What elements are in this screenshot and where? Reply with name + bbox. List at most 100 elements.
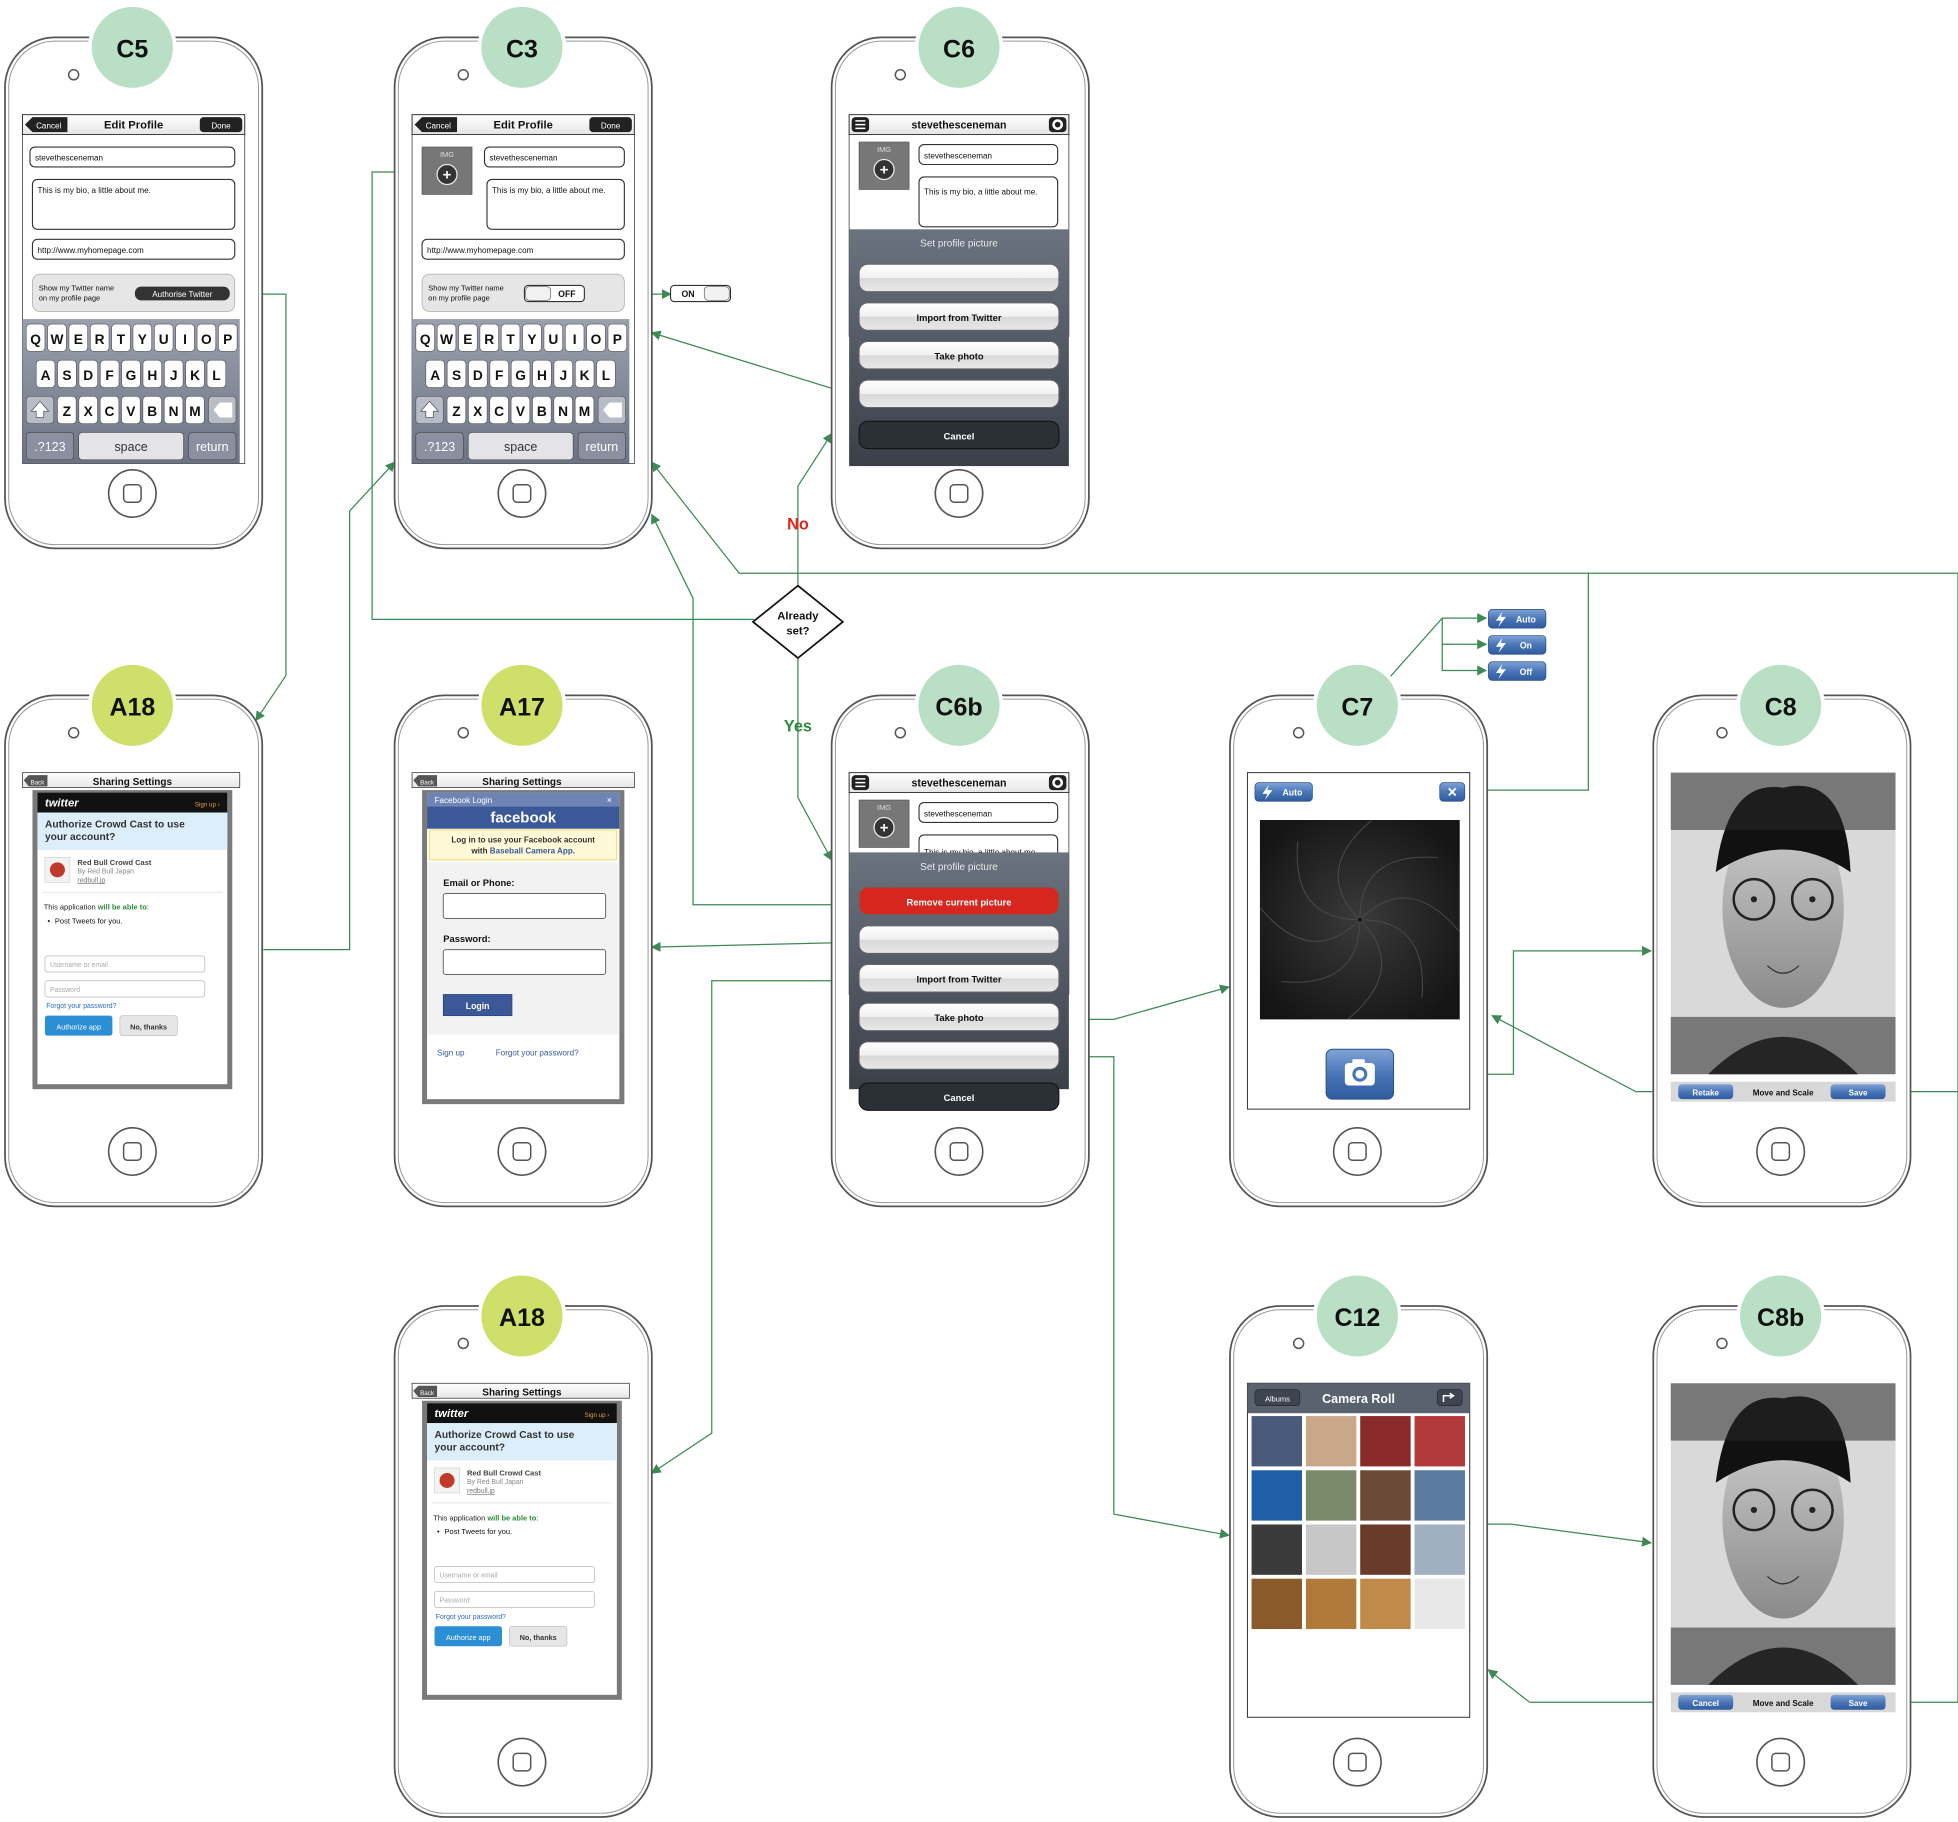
menu-icon[interactable] [851,775,870,791]
no-thanks-label[interactable]: No, thanks [520,1633,557,1642]
plus-icon[interactable] [436,163,458,186]
home-button-icon[interactable] [107,469,157,518]
sheet-button-label[interactable]: Take photo [934,352,983,362]
key[interactable] [218,323,238,352]
sheet-button-bg[interactable] [858,379,1060,409]
flash-toggle[interactable]: Auto [1488,609,1547,629]
key[interactable] [532,359,552,388]
username-field[interactable] [29,146,236,168]
app-link[interactable]: redbull.jp [467,1488,495,1495]
key[interactable] [553,359,573,388]
photo-thumbnail[interactable] [1305,1469,1358,1522]
photo-thumbnail[interactable] [1250,1469,1303,1522]
flash-label[interactable]: Auto [1282,788,1302,798]
photo-thumbnail[interactable] [1413,1523,1466,1576]
key[interactable] [596,359,616,388]
photo-thumbnail[interactable] [1359,1523,1412,1576]
key[interactable] [154,323,174,352]
key[interactable] [142,359,163,388]
photo-thumbnail[interactable] [1413,1577,1466,1630]
flash-button[interactable] [1488,661,1547,681]
space-key[interactable] [467,432,574,461]
home-button-icon[interactable] [497,1127,547,1176]
done-button-label[interactable]: Done [601,121,621,130]
home-button-icon[interactable] [1332,1737,1382,1787]
signup-link[interactable]: Sign up › [195,801,220,808]
login-label[interactable]: Login [466,1001,490,1011]
sheet-button[interactable] [858,263,1060,293]
switch-on-knob[interactable] [703,286,730,301]
key[interactable] [446,395,467,425]
username-input[interactable] [434,1566,595,1584]
forgot-link[interactable]: Forgot your password? [496,1049,579,1058]
key[interactable] [564,323,585,352]
home-button-icon[interactable] [107,1127,157,1176]
flash-button[interactable] [1488,609,1547,629]
email-input[interactable] [442,893,607,919]
flash-toggle[interactable]: On [1488,635,1547,655]
key[interactable] [78,395,98,425]
close-icon[interactable]: × [1447,784,1456,802]
key[interactable] [468,395,488,425]
camera-icon[interactable] [1344,1059,1375,1086]
gear-icon[interactable] [1048,775,1067,791]
key[interactable] [607,323,628,352]
profile-image-button[interactable]: IMG+ [858,141,910,190]
space-key[interactable] [78,432,184,461]
flash-label[interactable]: Auto [1516,614,1536,624]
back-button[interactable] [413,775,438,787]
home-button-icon[interactable] [934,1127,984,1176]
photo-thumbnail[interactable] [1305,1523,1358,1576]
nav-left-button[interactable]: Cancel [24,117,68,133]
sheet-button-bg[interactable] [858,925,1060,954]
key[interactable] [510,395,531,425]
sheet-button-label[interactable]: Cancel [944,431,975,441]
number-key[interactable] [25,432,74,461]
key[interactable] [543,323,563,352]
key[interactable] [68,323,88,352]
home-button-icon[interactable] [1756,1737,1806,1787]
photo-thumbnail[interactable] [1305,1577,1358,1630]
flash-button[interactable] [1254,782,1313,802]
done-button[interactable] [199,117,243,133]
key[interactable] [35,359,56,388]
nav-left-button[interactable]: Cancel [414,117,458,133]
key[interactable] [468,359,488,388]
sheet-button[interactable]: Cancel [858,420,1060,450]
key[interactable] [196,323,217,352]
sheet-button[interactable] [858,1041,1060,1070]
twitter-switch-on[interactable]: ON [669,284,732,303]
sheet-button[interactable]: Cancel [858,1082,1060,1111]
bio-field[interactable] [918,176,1059,228]
authorise-twitter-label[interactable]: Authorise Twitter [152,290,212,299]
sheet-button-bg[interactable] [858,340,1060,370]
key[interactable] [89,323,110,352]
crop-save-button[interactable] [1830,1084,1886,1100]
key[interactable] [78,359,98,388]
key[interactable] [164,359,184,388]
flash-toggle[interactable]: Off [1488,661,1547,681]
sheet-button-bg[interactable] [858,302,1060,331]
profile-image-button[interactable]: IMG+ [421,146,473,195]
sheet-button[interactable]: Remove current picture [858,886,1060,916]
sheet-button-bg[interactable] [858,886,1060,916]
key[interactable] [175,323,195,352]
photo-thumbnail[interactable] [1359,1415,1412,1468]
key[interactable] [121,395,141,425]
home-button-icon[interactable] [497,1737,547,1787]
switch-knob[interactable] [525,286,551,301]
authorize-label[interactable]: Authorize app [56,1022,101,1031]
key[interactable] [446,359,467,388]
key[interactable] [458,323,478,352]
key[interactable] [99,395,120,425]
sheet-button-label[interactable]: Import from Twitter [916,313,1001,323]
sheet-button-label[interactable]: Take photo [934,1013,983,1023]
crop-left-button[interactable] [1678,1694,1734,1710]
forgot-link[interactable]: Forgot your password? [46,1003,116,1010]
back-button-shape[interactable] [24,117,68,133]
key[interactable] [522,323,542,352]
key[interactable] [185,395,205,425]
back-button-label[interactable]: Cancel [36,121,61,130]
key[interactable] [425,359,445,388]
photo-thumbnail[interactable] [1359,1469,1412,1522]
